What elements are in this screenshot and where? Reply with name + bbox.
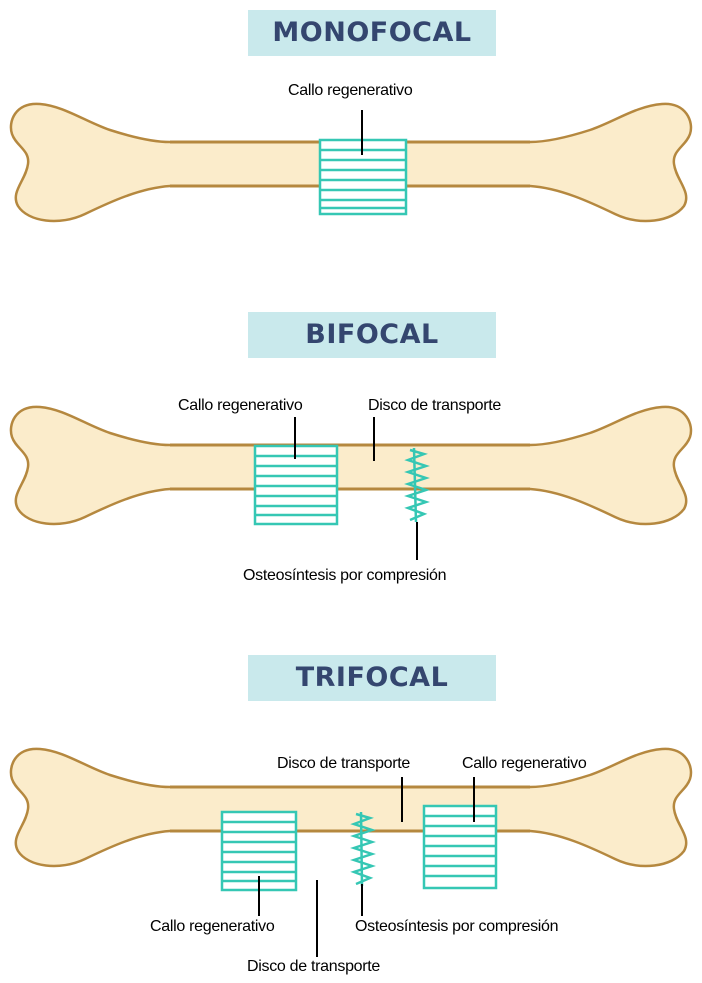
trifocal-callus-left-label: Callo regenerativo <box>150 918 274 936</box>
bifocal-title: BIFOCAL <box>248 312 496 358</box>
monofocal-title: MONOFOCAL <box>248 10 496 56</box>
bifocal-compression-label: Osteosíntesis por compresión <box>243 567 446 585</box>
monofocal-callus-label: Callo regenerativo <box>288 82 412 100</box>
bifocal-bone <box>11 407 691 524</box>
bifocal-callus-label: Callo regenerativo <box>178 397 302 415</box>
trifocal-transport-top-label: Disco de transporte <box>277 755 410 773</box>
trifocal-title: TRIFOCAL <box>248 655 496 701</box>
trifocal-callus-right <box>424 806 496 888</box>
bifocal-transport-label: Disco de transporte <box>368 397 501 415</box>
trifocal-compression-label: Osteosíntesis por compresión <box>355 918 558 936</box>
trifocal-callus-right-label: Callo regenerativo <box>462 755 586 773</box>
trifocal-transport-bottom-label: Disco de transporte <box>247 958 380 976</box>
